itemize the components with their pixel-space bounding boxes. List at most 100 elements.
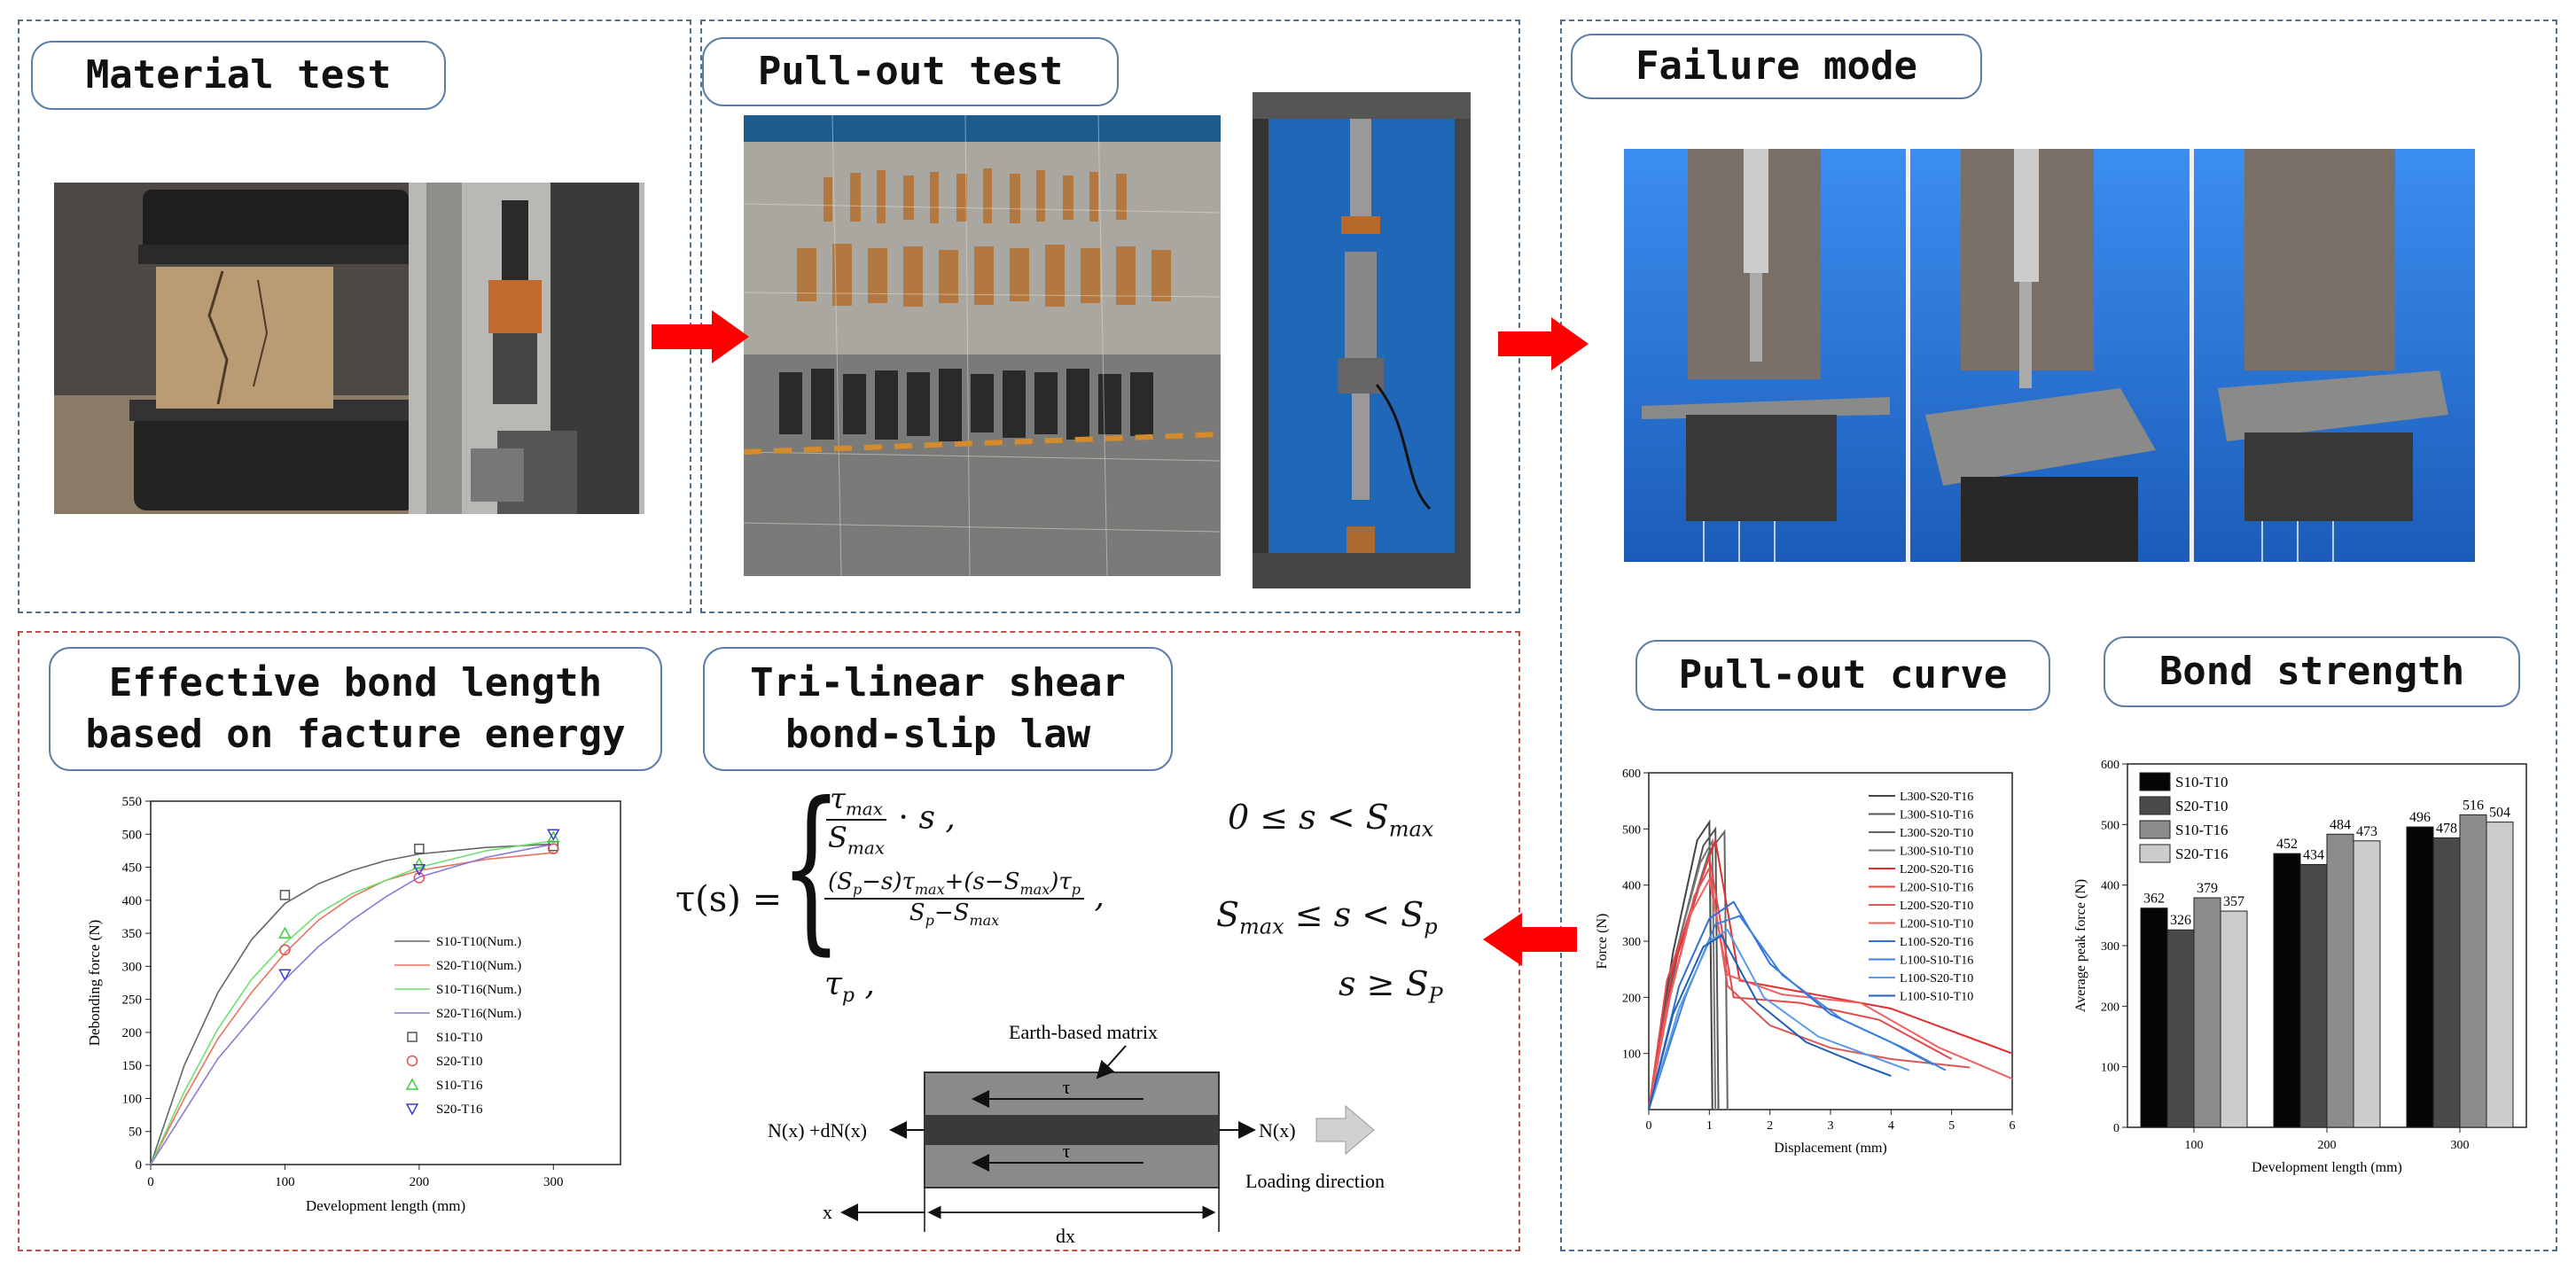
- effective-bond-label: Effective bond length based on facture e…: [49, 647, 662, 771]
- pullout-test-panel: [700, 19, 1520, 613]
- y-tick-label: 600: [1622, 767, 1641, 781]
- y-tick-label: 300: [122, 960, 143, 974]
- legend-entry: S10-T10: [2175, 774, 2229, 791]
- y-axis-label: Average peak force (N): [2073, 879, 2088, 1012]
- formula-lhs: τ(s) =: [675, 879, 783, 920]
- x-tick-label: 300: [2451, 1139, 2470, 1152]
- bar: [2326, 833, 2354, 1128]
- legend-entry: L300-S10-T10: [1900, 845, 1973, 859]
- y-tick-label: 500: [1622, 823, 1641, 837]
- data-label: 362: [2143, 892, 2165, 907]
- data-point: [278, 926, 292, 939]
- x-tick-label: 100: [275, 1175, 295, 1189]
- data-label: 504: [2489, 806, 2510, 821]
- bar: [2273, 853, 2301, 1128]
- bar: [2166, 929, 2195, 1128]
- bar: [2353, 840, 2381, 1128]
- data-point: [405, 1078, 419, 1090]
- material-test-photo: [54, 183, 644, 514]
- legend-swatch: [2139, 796, 2171, 815]
- data-point: [279, 890, 291, 900]
- formula-condition-1: 0 ≤ s < Smax: [1228, 798, 1434, 842]
- x-tick-label: 100: [2185, 1139, 2204, 1152]
- legend-entry: S10-T10: [436, 1031, 483, 1045]
- bond-strength-label: Bond strength: [2104, 636, 2520, 707]
- series-line: [150, 843, 554, 1165]
- data-label: 326: [2170, 913, 2191, 928]
- series-line: [1648, 877, 2013, 1110]
- y-tick-label: 100: [1622, 1048, 1641, 1062]
- data-point: [279, 944, 291, 955]
- pullout-curve-label: Pull-out curve: [1635, 640, 2050, 711]
- legend-entry: S20-T16(Num.): [436, 1007, 521, 1021]
- data-point: [406, 1055, 418, 1067]
- bar: [2486, 822, 2514, 1128]
- y-tick-label: 600: [2101, 759, 2119, 772]
- data-point: [405, 1103, 419, 1116]
- x-tick-label: 200: [410, 1175, 430, 1189]
- legend-entry: L300-S20-T10: [1900, 827, 1973, 840]
- tau-bottom-label: τ: [1063, 1140, 1071, 1162]
- legend-swatch: [2139, 844, 2171, 863]
- failure-mode-photo: [1624, 149, 2475, 562]
- legend-entry: L300-S20-T16: [1900, 791, 1973, 804]
- bar: [2432, 837, 2461, 1128]
- pullout-specimens-photo: [744, 115, 1221, 576]
- y-tick-label: 400: [1622, 880, 1641, 893]
- x-tick-label: 3: [1828, 1119, 1834, 1133]
- pullout-test-label: Pull-out test: [702, 37, 1119, 106]
- y-tick-label: 100: [2101, 1062, 2119, 1075]
- data-point: [547, 830, 560, 843]
- legend-entry: L300-S10-T16: [1900, 809, 1973, 822]
- right-force-label: N(x): [1259, 1119, 1296, 1141]
- x-tick-label: 5: [1948, 1119, 1955, 1133]
- data-point: [412, 864, 426, 877]
- legend-entry: S10-T16(Num.): [436, 983, 521, 997]
- x-label: x: [823, 1201, 832, 1223]
- bar: [2220, 910, 2248, 1128]
- data-label: 434: [2303, 847, 2324, 862]
- x-axis-label: Development length (mm): [306, 1197, 465, 1214]
- y-tick-label: 0: [136, 1158, 143, 1173]
- x-tick-label: 1: [1706, 1119, 1713, 1133]
- legend-swatch: [2139, 772, 2171, 791]
- tau-top-label: τ: [1063, 1076, 1071, 1098]
- formula-condition-2: Smax ≤ s < Sp: [1216, 895, 1438, 939]
- legend-entry: L100-S10-T10: [1900, 991, 1973, 1004]
- x-axis-label: Displacement (mm): [1774, 1141, 1887, 1156]
- series-line: [1648, 853, 1953, 1110]
- y-tick-label: 400: [2101, 880, 2119, 893]
- data-point: [278, 969, 292, 981]
- loading-direction-arrow-icon: [1315, 1104, 1375, 1156]
- data-point: [547, 829, 560, 841]
- legend-entry: L200-S10-T10: [1900, 918, 1973, 931]
- failure-mode-panel: [1560, 19, 2557, 1251]
- series-line: [150, 843, 554, 1165]
- data-point: [413, 872, 425, 884]
- legend-entry: S10-T10(Num.): [436, 935, 521, 949]
- legend-entry: S20-T10: [436, 1055, 483, 1069]
- data-point: [414, 843, 425, 854]
- data-point: [548, 840, 559, 852]
- material-test-panel: [18, 19, 691, 613]
- failure-mode-label: Failure mode: [1571, 34, 1982, 99]
- legend-entry: L100-S10-T16: [1900, 954, 1973, 968]
- data-label: 357: [2223, 894, 2244, 909]
- legend-entry: S20-T16: [2175, 845, 2229, 862]
- y-tick-label: 550: [122, 795, 143, 809]
- y-tick-label: 50: [129, 1126, 142, 1140]
- plot-frame: [150, 800, 621, 1165]
- arrow-right-icon: [1498, 317, 1589, 370]
- arrow-right-icon: [652, 310, 749, 363]
- legend-entry: L100-S20-T10: [1900, 972, 1973, 986]
- legend-entry: L200-S10-T16: [1900, 882, 1973, 895]
- formula-brace: {: [780, 765, 842, 971]
- y-tick-label: 200: [1622, 992, 1641, 1005]
- y-tick-label: 150: [122, 1059, 143, 1073]
- y-tick-label: 300: [1622, 936, 1641, 949]
- data-point: [548, 843, 559, 854]
